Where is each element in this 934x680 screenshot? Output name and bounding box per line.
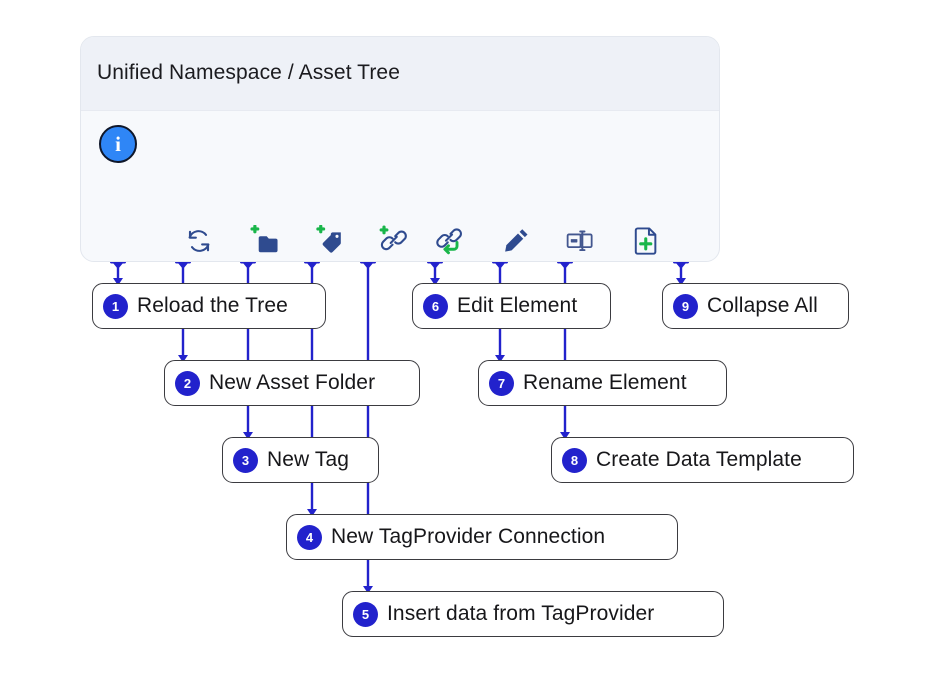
- callout-box[interactable]: 8 Create Data Template: [551, 437, 854, 483]
- connector-arrowhead: [430, 278, 440, 286]
- new-asset-folder-icon[interactable]: [242, 219, 286, 261]
- callout-label: New Tag: [267, 448, 350, 471]
- insert-data-from-tagprovider-icon[interactable]: [427, 219, 471, 261]
- callout-badge: 8: [562, 447, 587, 473]
- info-row: i: [99, 125, 137, 163]
- callout-label: Rename Element: [523, 371, 687, 394]
- callout-badge: 9: [673, 293, 698, 319]
- callout-box[interactable]: 1 Reload the Tree: [92, 283, 326, 329]
- connector-arrow-top: [675, 262, 687, 269]
- callout-box[interactable]: 5 Insert data from TagProvider: [342, 591, 724, 637]
- callout-box[interactable]: 4 New TagProvider Connection: [286, 514, 678, 560]
- callout-badge: 4: [297, 524, 322, 550]
- connector-arrowhead: [676, 278, 686, 286]
- callout-label: Create Data Template: [596, 448, 802, 471]
- connector-arrow-top: [112, 262, 124, 269]
- info-icon[interactable]: i: [99, 125, 137, 163]
- connector-arrow-top: [362, 262, 374, 269]
- connector-arrow-top: [242, 262, 254, 269]
- connector-arrowhead: [495, 355, 505, 363]
- create-data-template-icon[interactable]: [624, 219, 668, 261]
- callout-box[interactable]: 9 Collapse All: [662, 283, 849, 329]
- asset-tree-panel: Unified Namespace / Asset Tree i: [80, 36, 720, 262]
- callout-badge: 3: [233, 447, 258, 473]
- callout-box[interactable]: 3 New Tag: [222, 437, 379, 483]
- callout-box[interactable]: 7 Rename Element: [478, 360, 727, 406]
- callout-label: Reload the Tree: [137, 294, 288, 317]
- callout-label: Insert data from TagProvider: [387, 602, 655, 625]
- callout-badge: 6: [423, 293, 448, 319]
- callout-label: New TagProvider Connection: [331, 525, 606, 548]
- new-tag-icon[interactable]: [307, 219, 351, 261]
- panel-toolbar: [81, 219, 719, 261]
- connector-arrowhead: [178, 355, 188, 363]
- callout-label: New Asset Folder: [209, 371, 376, 394]
- connector-arrow-top: [429, 262, 441, 269]
- new-tagprovider-connection-icon[interactable]: [371, 219, 415, 261]
- callout-badge: 5: [353, 601, 378, 627]
- callout-badge: 2: [175, 370, 200, 396]
- connector-arrowhead: [243, 432, 253, 440]
- connector-arrowhead: [560, 432, 570, 440]
- connector-arrow-top: [177, 262, 189, 269]
- rename-element-icon[interactable]: [559, 219, 603, 261]
- callout-box[interactable]: 2 New Asset Folder: [164, 360, 420, 406]
- panel-header: Unified Namespace / Asset Tree: [81, 37, 719, 111]
- connector-arrow-top: [306, 262, 318, 269]
- callout-badge: 1: [103, 293, 128, 319]
- callout-box[interactable]: 6 Edit Element: [412, 283, 611, 329]
- callout-label: Collapse All: [707, 294, 818, 317]
- edit-element-icon[interactable]: [494, 219, 538, 261]
- callout-label: Edit Element: [457, 294, 578, 317]
- connector-arrowhead: [307, 509, 317, 517]
- connector-arrowhead: [113, 278, 123, 286]
- connector-arrow-top: [559, 262, 571, 269]
- connector-arrowhead: [363, 586, 373, 594]
- reload-tree-icon[interactable]: [177, 219, 221, 261]
- connector-arrow-top: [494, 262, 506, 269]
- callout-badge: 7: [489, 370, 514, 396]
- page-title: Unified Namespace / Asset Tree: [97, 61, 400, 84]
